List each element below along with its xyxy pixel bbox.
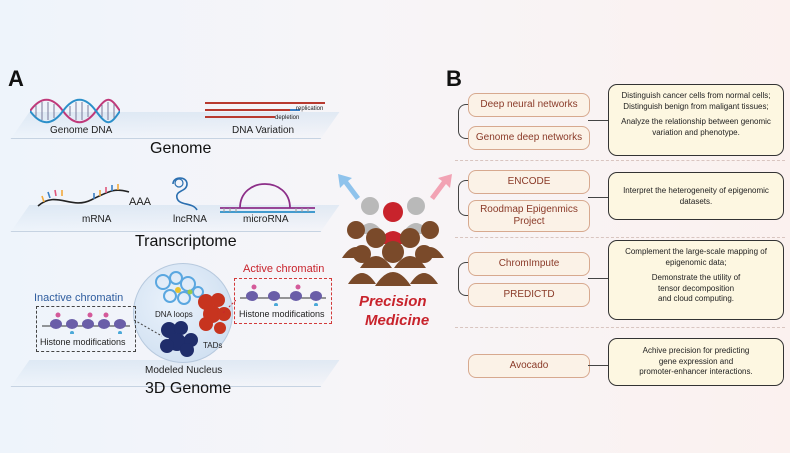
mrna-icon [37, 184, 130, 207]
desc3-line3: Demonstrate the utility of [651, 273, 741, 282]
desc3-line5: and cloud computing. [657, 294, 735, 303]
replication-label: replication [296, 106, 324, 112]
group4-description: Achive precision for predicting gene exp… [608, 338, 784, 386]
group1-connector [588, 120, 608, 121]
active-connector-line [222, 300, 236, 315]
desc4-line1: Achive precision for predicting [642, 346, 750, 355]
divider-3 [455, 327, 785, 328]
desc3-line1: Complement the large-scale mapping of [625, 247, 767, 256]
group2-connector [588, 197, 608, 198]
arrow-right-up-icon [430, 174, 452, 200]
transcriptome-title: Transcriptome [135, 233, 237, 250]
desc3-line2: epigenomic data; [665, 257, 727, 267]
panel-a-letter: A [8, 66, 24, 91]
genome-title: Genome [150, 140, 212, 157]
desc2-line2: datasets. [679, 196, 713, 206]
tool-deep-neural-networks: Deep neural networks [468, 93, 590, 117]
desc1-line4: variation and phenotype. [652, 127, 740, 137]
dna-variation-label: DNA Variation [232, 125, 295, 136]
dna-loops-icon [155, 271, 204, 305]
divider-2 [455, 237, 785, 238]
divider-1 [455, 160, 785, 161]
poly-a-tail: AAA [129, 196, 152, 208]
tool-genome-deep-networks: Genome deep networks [468, 126, 590, 150]
arrow-left-up-icon [338, 174, 360, 200]
people-group-icon [342, 197, 444, 286]
desc1-line3: Analyze the relationship between genomic [621, 117, 771, 126]
inactive-nucleosome-icon [42, 312, 130, 334]
inactive-chromatin-label: Inactive chromatin [34, 292, 124, 304]
group3-connector [588, 278, 608, 279]
precision-medicine-line1: Precision [359, 293, 427, 310]
desc1-line2: Distinguish benign from maligant tissues… [623, 101, 769, 111]
group1-bracket [458, 104, 469, 139]
group2-bracket [458, 180, 469, 216]
desc4-line2: gene expression and [658, 356, 734, 366]
tool-encode: ENCODE [468, 170, 590, 194]
desc4-line3: promoter-enhancer interactions. [639, 367, 753, 376]
panel-b-letter: B [446, 66, 462, 91]
tool-chromimpute: ChromImpute [468, 252, 590, 276]
group3-description: Complement the large-scale mapping of ep… [608, 240, 784, 320]
desc1-line1: Distinguish cancer cells from normal cel… [621, 91, 771, 100]
tads-label: TADs [203, 341, 223, 350]
histone-modifications-left-label: Histone modifications [40, 337, 126, 347]
group3-bracket [458, 262, 469, 296]
depletion-label: depletion [275, 115, 300, 121]
microrna-icon [220, 183, 315, 213]
inactive-connector-line [134, 319, 162, 337]
lncrna-icon [172, 177, 198, 211]
genome-dna-label: Genome DNA [50, 125, 113, 136]
lncrna-label: lncRNA [173, 214, 207, 225]
tool-predictd: PREDICTD [468, 283, 590, 307]
tads-cluster-icon [160, 321, 198, 357]
dna-helix-icon [30, 98, 120, 124]
microrna-label: microRNA [243, 214, 289, 225]
group4-connector [588, 365, 608, 366]
active-chromatin-label: Active chromatin [243, 263, 325, 275]
group1-description: Distinguish cancer cells from normal cel… [608, 84, 784, 156]
tool-roadmap-epigenomics: Roodmap Epigenmics Project [468, 200, 590, 232]
group2-description: Interpret the heterogeneity of epigenomi… [608, 172, 784, 220]
precision-medicine-line2: Medicine [365, 312, 430, 329]
active-chromatin-cluster-icon [198, 293, 231, 334]
desc3-line4: tensor decomposition [657, 283, 735, 293]
dna-variation-icon [205, 102, 325, 118]
mrna-label: mRNA [82, 214, 112, 225]
modeled-nucleus-label: Modeled Nucleus [145, 365, 223, 376]
desc2-line1: Interpret the heterogeneity of epigenomi… [623, 186, 769, 195]
active-nucleosome-icon [240, 284, 326, 306]
inactive-chromatin-box [36, 306, 136, 352]
tool-avocado: Avocado [468, 354, 590, 378]
dna-loops-label: DNA loops [155, 310, 193, 319]
genome3d-title: 3D Genome [145, 380, 232, 397]
histone-modifications-right-label: Histone modifications [239, 309, 325, 319]
